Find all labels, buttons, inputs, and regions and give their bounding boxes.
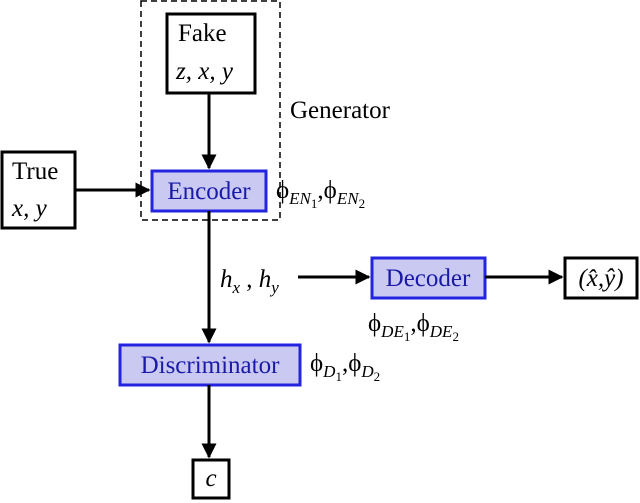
fake-title: Fake	[178, 20, 227, 47]
output-c-node: c	[191, 458, 231, 500]
discriminator-params: ϕD1,ϕD2	[310, 350, 380, 384]
fake-node: Fake z, x, y	[165, 12, 257, 95]
decoder-node: Decoder	[370, 256, 487, 300]
discriminator-node: Discriminator	[118, 343, 302, 387]
encoder-label: Encoder	[167, 178, 251, 205]
decoder-label: Decoder	[386, 265, 471, 292]
output-xy-node: (x̂,ŷ)	[563, 256, 639, 300]
output-xy-label: (x̂,ŷ)	[578, 265, 623, 292]
fake-vars: z, x, y	[175, 58, 234, 85]
true-title: True	[12, 158, 58, 185]
generator-label: Generator	[290, 97, 391, 124]
discriminator-label: Discriminator	[141, 352, 281, 379]
encoder-node: Encoder	[150, 169, 268, 213]
true-vars: x, y	[11, 195, 48, 222]
true-node: True x, y	[0, 150, 77, 230]
hidden-label: hx , hy	[220, 266, 279, 297]
encoder-params: ϕEN1,ϕEN2	[276, 177, 365, 211]
output-c-label: c	[205, 465, 216, 492]
decoder-params: ϕDE1,ϕDE2	[368, 310, 459, 344]
